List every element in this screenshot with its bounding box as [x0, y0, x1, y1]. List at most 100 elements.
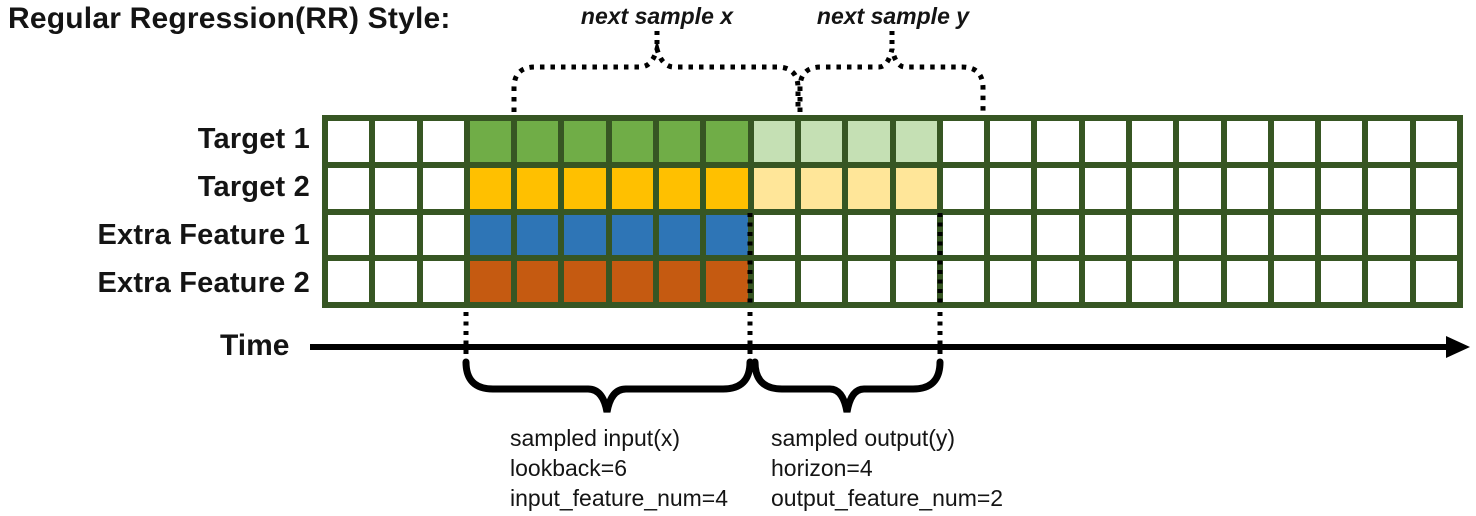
- next-sample-x-brace-dotted: [511, 39, 801, 112]
- grid-cell: [659, 214, 701, 256]
- grid-cell: [1084, 214, 1126, 256]
- grid-cell: [375, 121, 417, 162]
- grid-cell: [1273, 261, 1316, 302]
- grid-cell: [328, 261, 370, 302]
- grid-cell: [1131, 121, 1174, 162]
- grid-cell: [990, 167, 1032, 209]
- grid-cell: [469, 167, 512, 209]
- grid-cell: [800, 214, 843, 256]
- timeseries-grid: [322, 115, 1463, 308]
- grid-cell: [800, 167, 843, 209]
- grid-cell: [1037, 214, 1079, 256]
- grid-cell: [1179, 167, 1221, 209]
- time-axis-label: Time: [220, 329, 290, 362]
- grid-cell: [942, 261, 985, 302]
- grid-cell: [1321, 121, 1363, 162]
- grid-cell: [753, 121, 795, 162]
- grid-cell: [1084, 121, 1126, 162]
- time-axis-arrowhead-icon: [1446, 336, 1470, 358]
- grid-cell: [1131, 167, 1174, 209]
- grid-cell: [1131, 261, 1174, 302]
- grid-cell: [469, 214, 512, 256]
- grid-cell: [1368, 214, 1410, 256]
- feature-row-labels: Target 1 Target 2 Extra Feature 1 Extra Fea…: [0, 115, 310, 308]
- grid-cell: [990, 214, 1032, 256]
- grid-cell: [328, 121, 370, 162]
- row-label-2: Target 2: [197, 170, 310, 203]
- grid-cell: [942, 121, 985, 162]
- grid-cell: [1084, 167, 1126, 209]
- grid-cell: [1084, 261, 1126, 302]
- grid-cell: [517, 121, 559, 162]
- sampled-output-title: sampled output(y): [771, 425, 956, 451]
- grid-cell: [1273, 214, 1316, 256]
- output-feature-num-value: output_feature_num=2: [771, 485, 1004, 511]
- grid-cell: [1273, 121, 1316, 162]
- next-sample-y-label: next sample y: [816, 3, 970, 29]
- grid-cell: [611, 261, 654, 302]
- grid-cell: [611, 214, 654, 256]
- grid-cell: [517, 261, 559, 302]
- grid-cell: [1131, 214, 1174, 256]
- next-sample-y-brace-dotted: [797, 48, 986, 112]
- grid-cell: [1226, 167, 1268, 209]
- grid-cell: [659, 261, 701, 302]
- grid-cell: [1415, 214, 1457, 256]
- grid-cell: [375, 261, 417, 302]
- grid-cell: [895, 261, 937, 302]
- grid-cell: [895, 121, 937, 162]
- grid-cell: [1179, 214, 1221, 256]
- row-label-3: Extra Feature 1: [97, 219, 310, 252]
- input-feature-num-value: input_feature_num=4: [510, 485, 729, 511]
- grid-cell: [517, 167, 559, 209]
- grid-cell: [753, 167, 795, 209]
- grid-cell: [706, 261, 748, 302]
- grid-cell: [1037, 261, 1079, 302]
- row-label-1: Target 1: [197, 122, 310, 155]
- grid-cell: [375, 214, 417, 256]
- sampled-input-title: sampled input(x): [510, 425, 681, 451]
- grid-cell: [1368, 261, 1410, 302]
- grid-cell: [1179, 261, 1221, 302]
- grid-cell: [942, 167, 985, 209]
- grid-cell: [942, 214, 985, 256]
- diagram-title: Regular Regression(RR) Style:: [8, 2, 451, 35]
- grid-cell: [1226, 261, 1268, 302]
- grid-cell: [1037, 121, 1079, 162]
- grid-cell: [848, 167, 890, 209]
- grid-cell: [990, 261, 1032, 302]
- grid-cell: [1321, 261, 1363, 302]
- row-label-4: Extra Feature 2: [97, 267, 310, 300]
- grid-cell: [1415, 121, 1457, 162]
- next-sample-x-label: next sample x: [580, 3, 734, 29]
- grid-cell: [1415, 261, 1457, 302]
- grid-cell: [517, 214, 559, 256]
- grid-cell: [564, 261, 606, 302]
- grid-cell: [659, 121, 701, 162]
- grid-cell: [564, 121, 606, 162]
- grid-cell: [1321, 214, 1363, 256]
- grid-cell: [706, 167, 748, 209]
- grid-cell: [1226, 121, 1268, 162]
- grid-cell: [564, 214, 606, 256]
- grid-cell: [1037, 167, 1079, 209]
- grid-cell: [1321, 167, 1363, 209]
- sampled-input-annotation: sampled input(x) lookback=6 input_featur…: [510, 423, 728, 513]
- grid-cell: [800, 121, 843, 162]
- grid-cell: [848, 121, 890, 162]
- grid-cell: [422, 167, 464, 209]
- grid-cell: [659, 167, 701, 209]
- sampled-output-brace: [751, 358, 944, 413]
- grid-cell: [611, 167, 654, 209]
- horizon-value: horizon=4: [771, 455, 873, 481]
- grid-cell: [328, 214, 370, 256]
- grid-cell: [706, 121, 748, 162]
- grid-cell: [706, 214, 748, 256]
- grid-cell: [422, 214, 464, 256]
- grid-cell: [1415, 167, 1457, 209]
- lookback-value: lookback=6: [510, 455, 627, 481]
- grid-cell: [564, 167, 606, 209]
- grid-cell: [895, 214, 937, 256]
- grid-cell: [895, 167, 937, 209]
- grid-cell: [848, 261, 890, 302]
